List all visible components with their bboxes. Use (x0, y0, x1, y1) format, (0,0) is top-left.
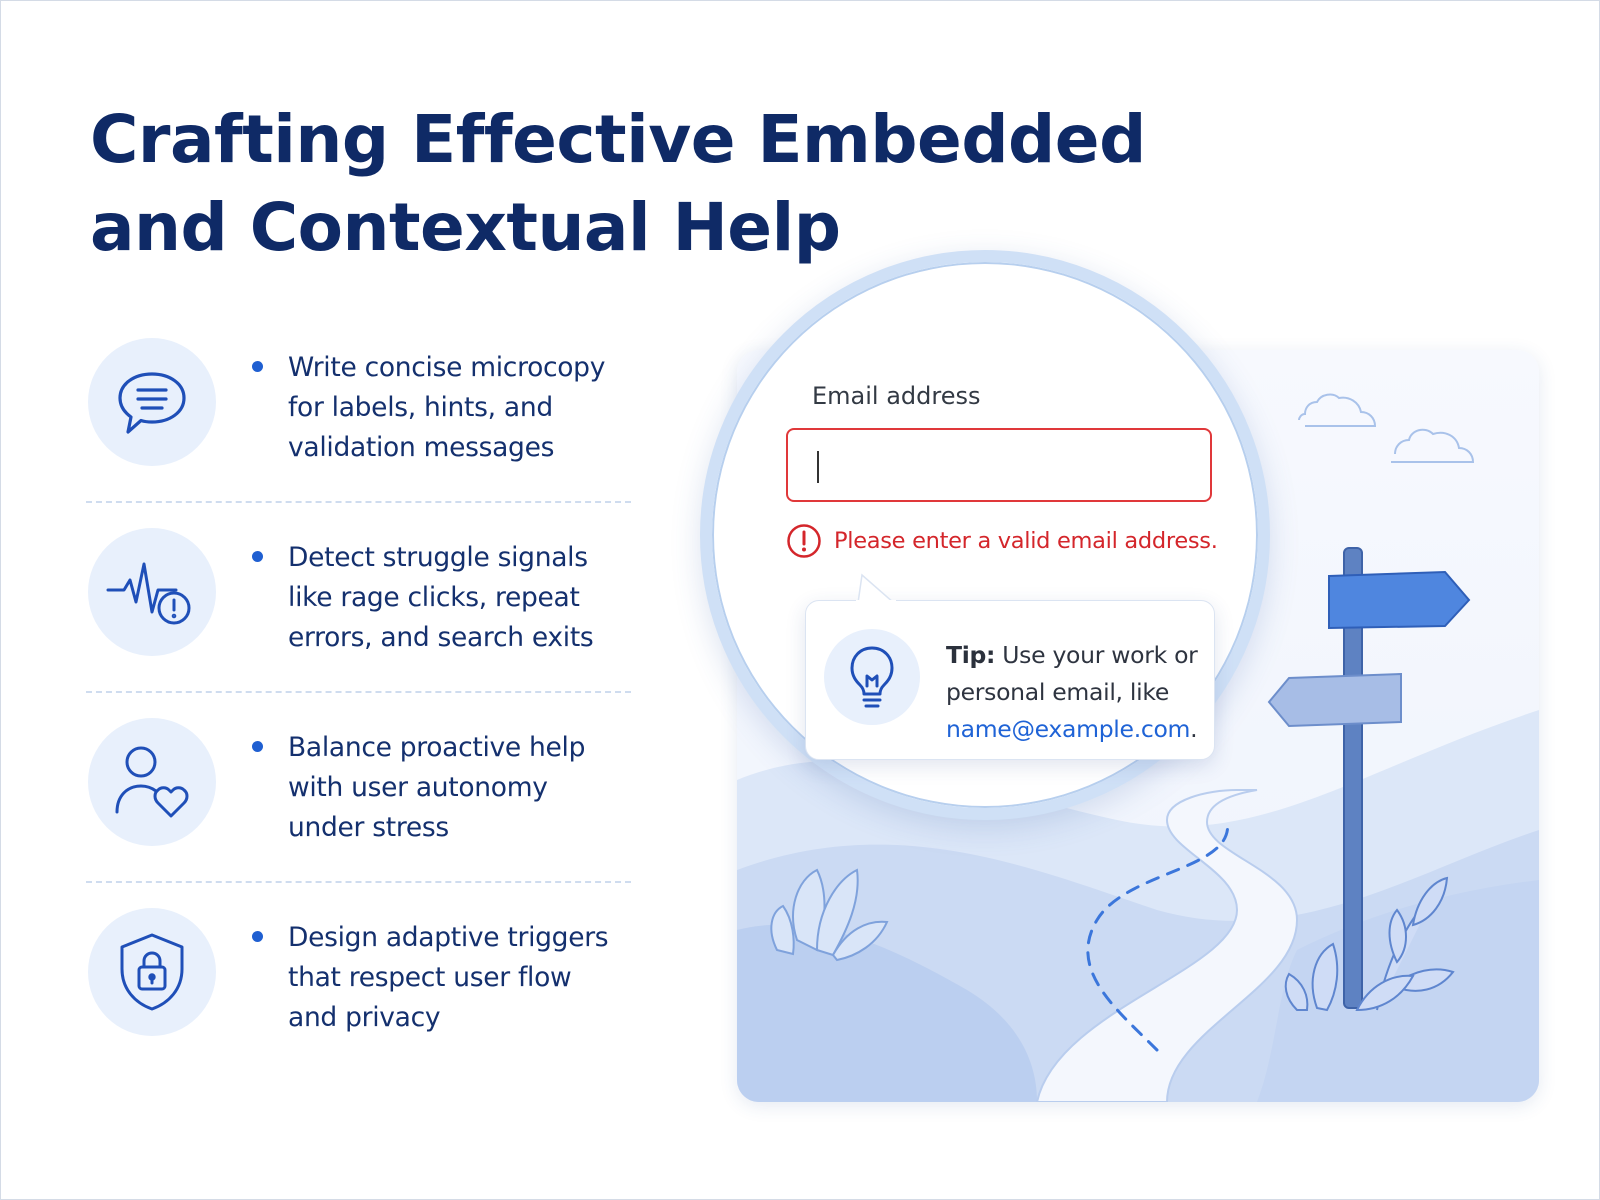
title-line-2: and Contextual Help (90, 189, 841, 266)
bullet-dot (252, 741, 263, 752)
feature-text: Balance proactive help with user autonom… (288, 732, 586, 843)
tooltip-tail (856, 573, 896, 603)
plant-icon (770, 868, 889, 962)
email-label: Email address (812, 382, 981, 410)
divider (86, 691, 631, 693)
email-field[interactable] (786, 428, 1212, 502)
error-message: Please enter a valid email address. (834, 528, 1218, 554)
feature-item: Detect struggle signals like rage clicks… (86, 520, 631, 710)
text-caret (817, 451, 819, 483)
title-line-1: Crafting Effective Embedded (90, 101, 1146, 178)
feature-text: Detect struggle signals like rage clicks… (288, 542, 594, 653)
feature-text: Design adaptive triggers that respect us… (288, 922, 609, 1033)
tip-suffix: . (1190, 715, 1198, 743)
divider (86, 501, 631, 503)
speech-bubble-icon (88, 338, 216, 466)
tip-body: Use your work or personal email, like (946, 641, 1198, 706)
help-tooltip: Tip: Use your work or personal email, li… (805, 573, 1215, 760)
lightbulb-icon (824, 629, 920, 725)
bullet-dot (252, 361, 263, 372)
validation-error: Please enter a valid email address. (786, 522, 1218, 560)
page-title: Crafting Effective Embedded and Contextu… (90, 96, 1190, 272)
error-icon (787, 524, 821, 558)
feature-item: Balance proactive help with user autonom… (86, 710, 631, 900)
tip-example-email: name@example.com (946, 715, 1191, 743)
feature-list: Write concise microcopy for labels, hint… (86, 330, 631, 1036)
bullet-dot (252, 931, 263, 942)
plant-icon (1284, 876, 1455, 1012)
bullet-dot (252, 551, 263, 562)
pulse-alert-icon (88, 528, 216, 656)
divider (86, 881, 631, 883)
signpost-icon (1267, 547, 1471, 1009)
feature-item: Write concise microcopy for labels, hint… (86, 330, 631, 520)
user-heart-icon (88, 718, 216, 846)
feature-text: Write concise microcopy for labels, hint… (288, 352, 606, 463)
cloud-icon (1298, 393, 1475, 463)
tip-prefix: Tip: (946, 641, 996, 669)
shield-lock-icon (88, 908, 216, 1036)
feature-item: Design adaptive triggers that respect us… (86, 900, 631, 1090)
tip-text: Tip: Use your work or personal email, li… (946, 637, 1206, 748)
